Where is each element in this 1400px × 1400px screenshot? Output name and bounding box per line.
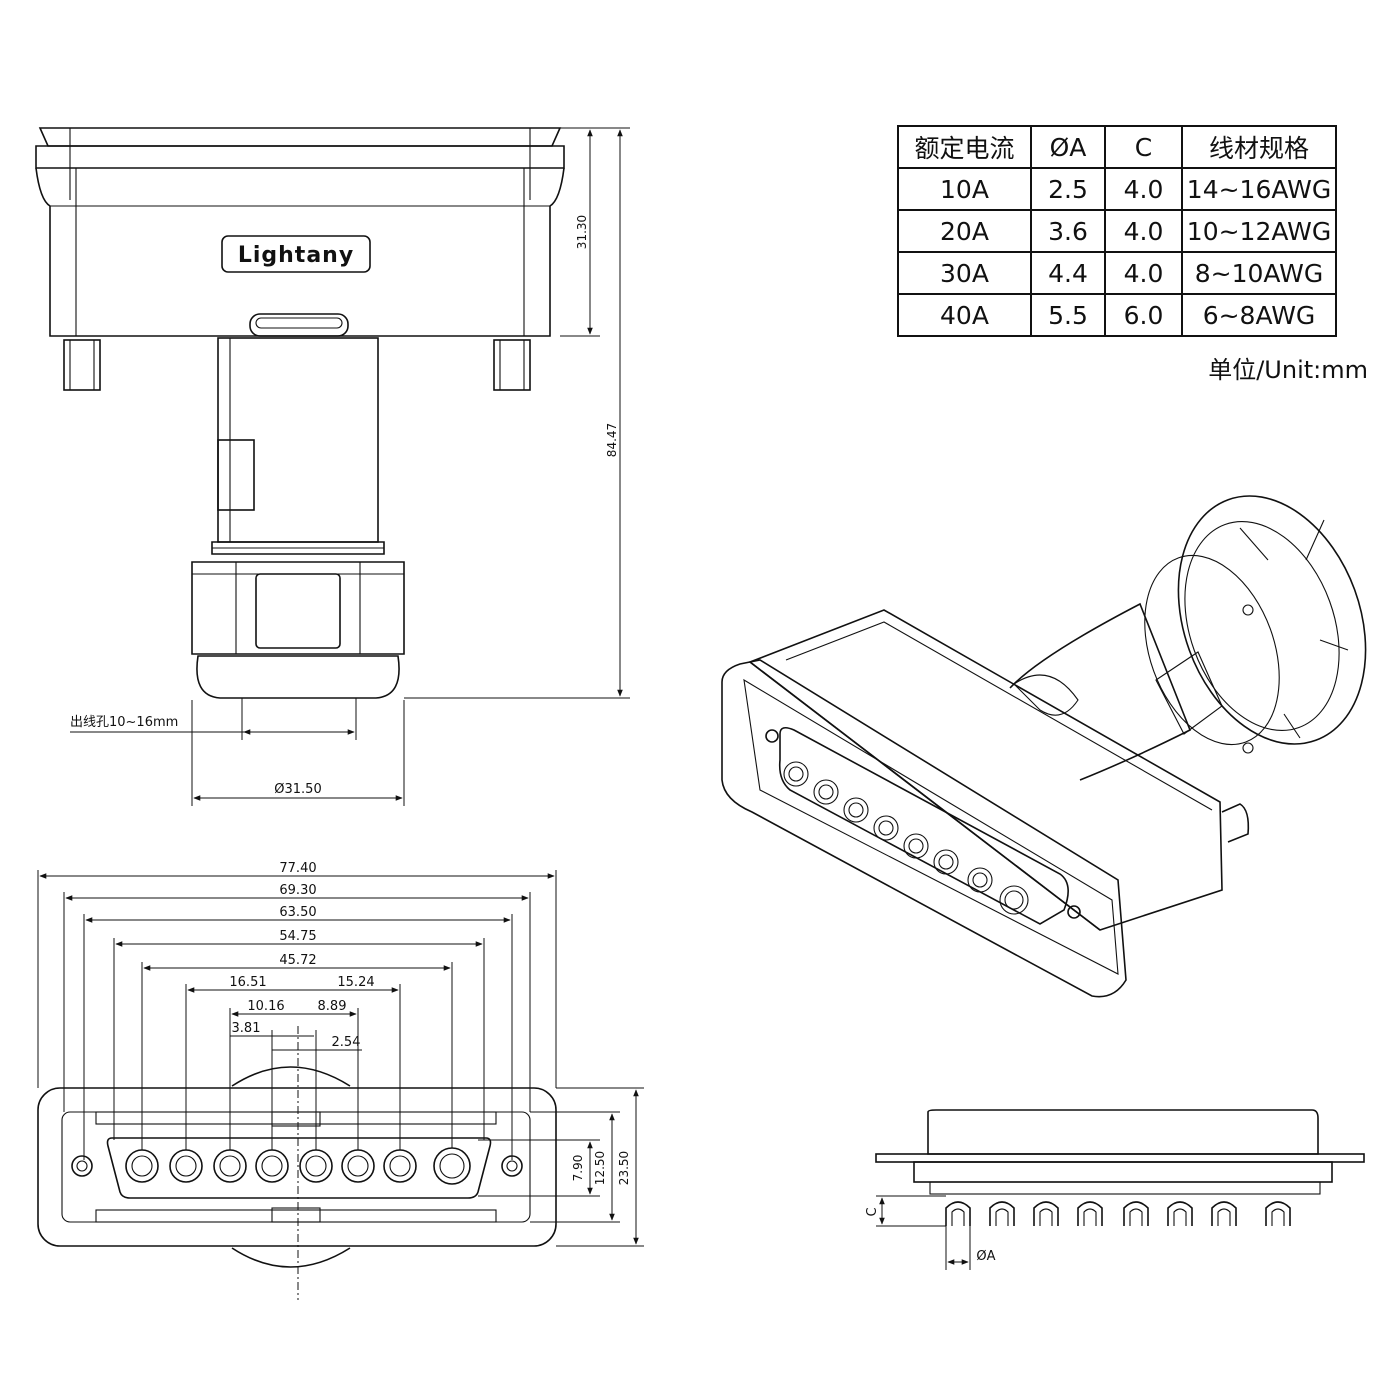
header-wire-spec: 线材规格: [1181, 125, 1337, 169]
dim-d9: 8.89: [318, 999, 347, 1014]
dim-v1: 7.90: [571, 1155, 585, 1182]
table-cell: 4.0: [1104, 209, 1183, 253]
dim-d8: 10.16: [247, 999, 284, 1014]
table-cell: 14~16AWG: [1181, 167, 1337, 211]
table-header-row: 额定电流 ØA C 线材规格: [897, 125, 1337, 169]
table-cell: 3.6: [1030, 209, 1106, 253]
dim-d6: 16.51: [229, 975, 266, 990]
table-cell: 40A: [897, 293, 1032, 337]
table-cell: 10~12AWG: [1181, 209, 1337, 253]
table-row: 20A 3.6 4.0 10~12AWG: [897, 209, 1337, 253]
table-cell: 4.0: [1104, 167, 1183, 211]
top-view: Lightany 31.30 84.47: [35, 127, 630, 806]
dim-v3: 23.50: [617, 1151, 631, 1185]
table-cell: 30A: [897, 251, 1032, 295]
dim-d4: 54.75: [279, 929, 316, 944]
dim-total-height: 84.47: [605, 423, 619, 457]
table-cell: 4.0: [1104, 251, 1183, 295]
table-cell: 8~10AWG: [1181, 251, 1337, 295]
table-cell: 4.4: [1030, 251, 1106, 295]
dim-hood-height: 31.30: [575, 215, 589, 249]
dim-gland-diameter: Ø31.50: [274, 782, 321, 797]
side-view: C ØA: [865, 1109, 1365, 1270]
dim-d5: 45.72: [279, 953, 316, 968]
dim-d11: 2.54: [332, 1035, 361, 1050]
table-cell: 10A: [897, 167, 1032, 211]
cable-hole-label: 出线孔10~16mm: [70, 715, 178, 730]
dim-d7: 15.24: [337, 975, 374, 990]
table-cell: 6~8AWG: [1181, 293, 1337, 337]
dim-v2: 12.50: [593, 1151, 607, 1185]
dim-d3: 63.50: [279, 905, 316, 920]
front-view: 77.40 69.30 63.50 54.75 45.72 16.51 15.2…: [37, 861, 644, 1300]
table-cell: 6.0: [1104, 293, 1183, 337]
side-label-c: C: [865, 1207, 880, 1216]
table-cell: 20A: [897, 209, 1032, 253]
isometric-view: [721, 495, 1367, 998]
header-rated-current: 额定电流: [897, 125, 1032, 169]
table-cell: 5.5: [1030, 293, 1106, 337]
side-label-a: ØA: [976, 1249, 995, 1264]
table-row: 10A 2.5 4.0 14~16AWG: [897, 167, 1337, 211]
header-c: C: [1104, 125, 1183, 169]
spec-table: 额定电流 ØA C 线材规格 10A 2.5 4.0 14~16AWG 20A …: [897, 125, 1337, 337]
unit-note: 单位/Unit:mm: [1208, 356, 1368, 384]
table-cell: 2.5: [1030, 167, 1106, 211]
table-row: 40A 5.5 6.0 6~8AWG: [897, 293, 1337, 337]
table-row: 30A 4.4 4.0 8~10AWG: [897, 251, 1337, 295]
brand-logo: Lightany: [238, 243, 354, 268]
dim-d2: 69.30: [279, 883, 316, 898]
header-diameter-a: ØA: [1030, 125, 1106, 169]
dim-d1: 77.40: [279, 861, 316, 876]
dim-d10: 3.81: [232, 1021, 261, 1036]
